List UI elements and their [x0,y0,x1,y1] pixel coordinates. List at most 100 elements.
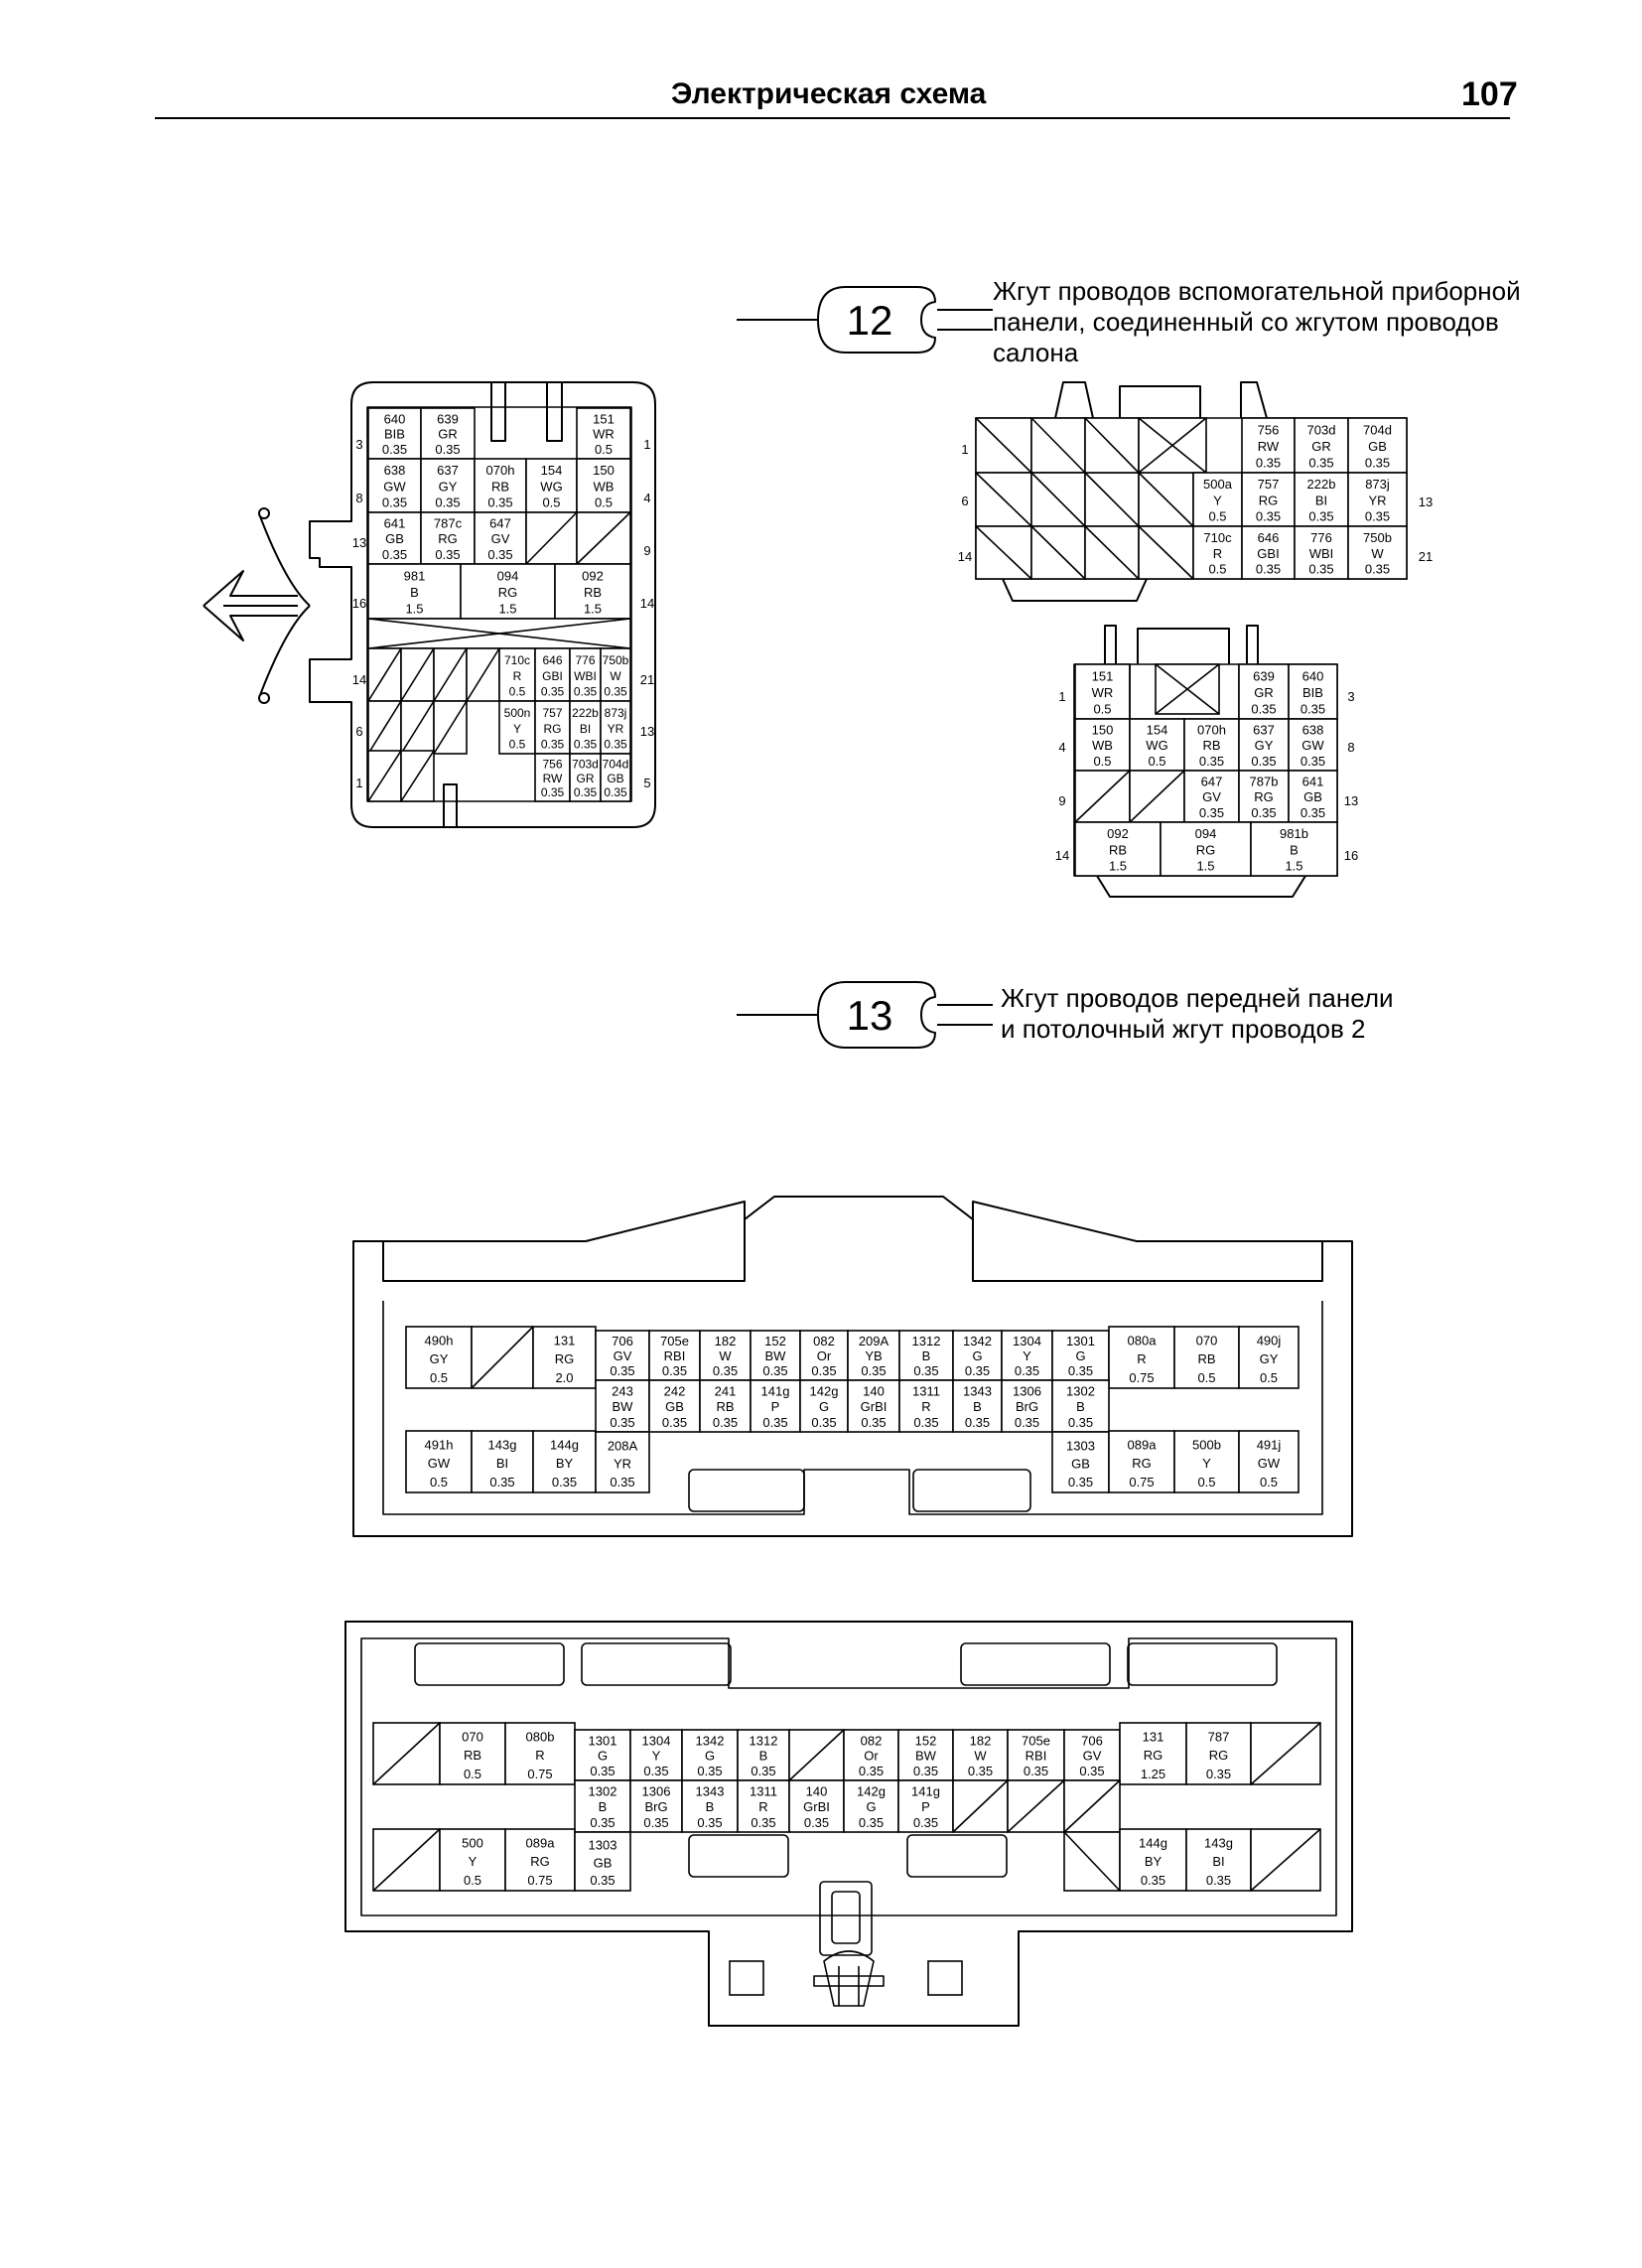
wire-gauge: 0.35 [965,1363,990,1378]
wire-code: 152 [915,1733,937,1748]
wire-color: GY [1255,738,1274,753]
wire-color: BIB [1302,685,1323,700]
pin-number: 9 [1058,793,1065,808]
wire-code: 981 [404,569,426,584]
wire-code: 776 [575,653,595,667]
blank-cavity [372,1722,441,1785]
wire-gauge: 0.35 [1251,805,1276,820]
wire-code: 092 [1107,826,1129,841]
wire-code: 1302 [1066,1384,1095,1399]
section-number: 13 [847,992,893,1039]
wire-gauge: 0.35 [574,685,598,699]
wire-code: 151 [1092,669,1114,684]
wire-color: WB [594,479,615,494]
blank-slash [975,472,1032,527]
section-13-tag: 13 [737,981,993,1049]
blank-cavity [576,511,631,565]
wire-color: G [1075,1348,1085,1363]
wire-gauge: 0.5 [1208,562,1226,577]
wire-code: 080b [526,1730,555,1745]
wire-color: GrBI [861,1399,888,1414]
cell-border [1288,770,1338,823]
wire-code: 140 [806,1784,828,1799]
cell-border [1074,821,1162,877]
section-12-caption-line: панели, соединенный со жгутом проводов [993,307,1499,337]
blank-cavity [367,700,402,755]
connector-12-male-a: 756RW0.35703dGR0.35704dGB0.35500aY0.5757… [958,381,1433,602]
cell-border [504,1722,576,1785]
wire-color: BY [1145,1854,1163,1869]
wire-gauge: 0.5 [430,1370,448,1385]
blank-slash [1063,1831,1121,1892]
wire-color: RG [438,531,458,546]
inner-rail [382,1219,746,1282]
blank-slash [400,750,435,802]
latch-tab [1240,381,1268,419]
wire-code: 490h [425,1334,454,1348]
pin-number: 14 [1055,848,1069,863]
cell-border [1129,718,1185,772]
wire-code: 1343 [696,1784,725,1799]
cross-line [367,618,631,649]
cell-border [1173,1326,1240,1389]
section-13-caption-line: Жгут проводов передней панели [1001,983,1394,1013]
wire-gauge: 0.35 [1251,754,1276,769]
blank-cavity [1074,770,1131,823]
blank-slash [1074,770,1131,823]
blank-cavity [975,472,1032,527]
wire-color: Y [652,1749,661,1764]
cell-border [799,1330,849,1381]
lock-arc [259,605,311,696]
wire-gauge: 0.35 [1256,456,1281,471]
blank-cavity [367,647,402,702]
cell-border [1119,1828,1187,1892]
wire-gauge: 0.35 [590,1873,615,1888]
cell-border [576,458,631,513]
wire-code: 500b [1192,1438,1221,1453]
wire-gauge: 0.35 [552,1475,577,1489]
wire-code: 491h [425,1438,454,1453]
wire-gauge: 0.5 [464,1767,481,1781]
connector-12-male-b: 151WR0.5639GR0.35640BIB0.35150WB0.5154WG… [1055,625,1358,898]
cell-border [1183,770,1240,823]
wire-color: GB [1303,789,1322,804]
wire-gauge: 0.35 [604,685,627,699]
pin-number: 14 [958,549,972,564]
cell-border [1250,821,1338,877]
pin-number: 6 [961,494,968,508]
wire-gauge: 0.35 [382,442,407,457]
blank-slash [466,647,500,702]
cell-border [681,1729,739,1781]
wire-code: 641 [1302,775,1324,789]
blank-cavity [367,750,402,802]
wire-color: BW [915,1749,937,1764]
wire-code: 082 [861,1733,883,1748]
clip-icon [813,1950,885,2007]
section-13-caption-line: и потолочный жгут проводов 2 [1001,1014,1366,1044]
wire-code: 706 [612,1334,633,1348]
cell-border [595,1431,650,1493]
housing-outline [309,381,656,828]
wire-code: 638 [384,463,406,478]
pin-number: 14 [640,596,654,611]
wire-gauge: 0.35 [1365,456,1390,471]
wire-code: 787 [1208,1730,1230,1745]
wire-gauge: 0.35 [1365,509,1390,524]
